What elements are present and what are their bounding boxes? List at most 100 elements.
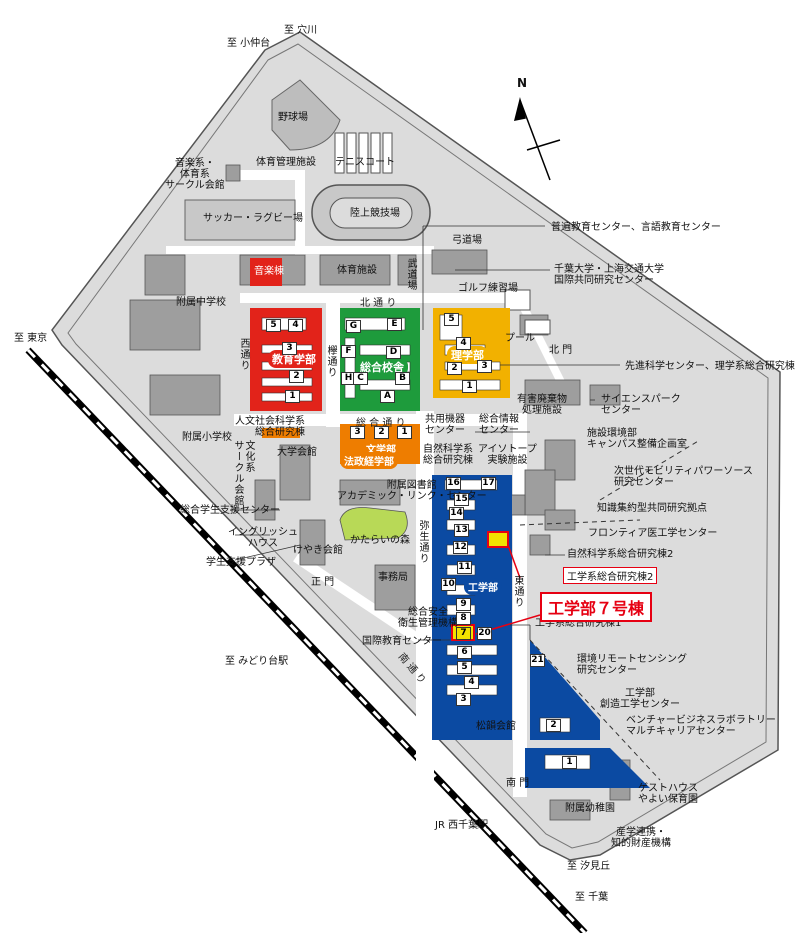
- eng-bldg-17: 17: [481, 477, 496, 490]
- general-bldg-a: A: [380, 390, 395, 403]
- general-bldg-g: G: [346, 320, 361, 333]
- kindergarten-label: 附属幼稚園: [565, 803, 615, 814]
- letters-bldg-2: 2: [374, 426, 389, 439]
- eng-bldg-5: 5: [457, 661, 472, 674]
- safety-label: 総合安全 衛生管理機構: [398, 607, 458, 629]
- eng-lab2-callout: 工学系総合研究棟2: [563, 567, 658, 584]
- eng-bldg-6: 6: [457, 646, 472, 659]
- dest-anagawa: 至 穴川: [284, 25, 318, 36]
- elem-label: 附属小学校: [182, 432, 232, 443]
- eng-bldg-10: 10: [441, 578, 456, 591]
- edu-bldg-2: 2: [289, 370, 304, 383]
- info-center-label: 総合情報 センター: [479, 414, 519, 436]
- dest-konakadai: 至 小仲台: [227, 38, 271, 49]
- adv-science-label: 先進科学センター、理学系総合研究棟: [625, 361, 795, 372]
- eng-bldg-9: 9: [456, 598, 471, 611]
- eng-bldg-20: 20: [477, 627, 492, 640]
- eng-bldg-21: 21: [530, 654, 545, 667]
- compass-north-label: N: [517, 76, 528, 90]
- track-label: 陸上競技場: [350, 208, 400, 219]
- sci-bldg-4: 4: [456, 337, 471, 350]
- dest-chiba: 至 千葉: [575, 892, 609, 903]
- venture-label: ベンチャービジネスラボラトリー マルチキャリアセンター: [626, 715, 776, 737]
- music-pe-circle-label: 音楽系・ 体育系 サークル会館: [165, 158, 225, 191]
- edu-bldg-5: 5: [266, 319, 281, 332]
- sci-bldg-2: 2: [447, 362, 462, 375]
- nat-sci-lab2-label: 自然科学系総合研究棟2: [567, 549, 674, 560]
- univ-hall-label: 大学会館: [277, 447, 317, 458]
- jr-station-label: JR 西千葉駅: [435, 820, 489, 831]
- dest-tokyo: 至 東京: [14, 333, 48, 344]
- industry-ip-label: 産学連携・ 知的財産機構: [611, 827, 671, 849]
- humanities-lab-label: 人文社会科学系 総合研究棟: [235, 416, 305, 438]
- pe-facility-label: 体育施設: [337, 265, 377, 276]
- eng-bldg7-callout: 工学部７号棟: [540, 592, 653, 622]
- roads: [166, 170, 566, 850]
- general-edu-label: 普遍教育センター、言語教育センター: [551, 222, 721, 233]
- culture-circle-label: 文化系 サークル会館: [232, 440, 254, 506]
- eng-se-bldg-2: 2: [546, 719, 561, 732]
- student-plaza-label: 学生支援プラザ: [206, 557, 276, 568]
- eng-se-bldg-1: 1: [562, 756, 577, 769]
- tennis-courts: [334, 132, 393, 174]
- frontier-med-label: フロンティア医工学センター: [588, 528, 718, 539]
- golf-range: [504, 289, 531, 311]
- eng-lab2-highlight: [487, 531, 509, 548]
- campus-inner-line: [67, 43, 769, 849]
- eng-bldg-13: 13: [454, 524, 469, 537]
- edu-bldg-4: 4: [288, 319, 303, 332]
- general-bldg-f: F: [341, 345, 356, 358]
- guest-house-label: ゲストハウス やよい保育園: [638, 783, 698, 805]
- eng-bldg-11: 11: [457, 561, 472, 574]
- shared-equip-label: 共用機器 センター: [425, 414, 465, 436]
- eng-lab1-label: 工学系総合研究棟1: [535, 618, 622, 629]
- eng-bldg-8: 8: [456, 612, 471, 625]
- admin-label: 事務局: [378, 572, 408, 583]
- nat-sci-lab-label: 自然科学系 総合研究棟: [423, 444, 473, 466]
- eng-bldg-4: 4: [464, 676, 479, 689]
- dest-midoridai: 至 みどり台駅: [225, 656, 289, 667]
- katarai-forest-label: かたらいの森: [350, 535, 410, 546]
- pool: [524, 319, 551, 335]
- engineering-faculty-label: 工学部: [464, 578, 502, 595]
- sci-bldg-1: 1: [462, 380, 477, 393]
- sci-bldg-3: 3: [477, 360, 492, 373]
- keyaki-road-label: 欅通り: [325, 345, 336, 378]
- west-road-label: 西通り: [238, 338, 249, 371]
- north-gate-label: 北 門: [549, 345, 573, 356]
- archery-label: 弓道場: [452, 235, 482, 246]
- letters-bldg-3: 3: [350, 426, 365, 439]
- eng-bldg-16: 16: [446, 477, 461, 490]
- english-house-label: イングリッシュ ハウス: [228, 527, 298, 549]
- engineering-se-area: [530, 640, 600, 740]
- general-bldg-c: C: [353, 372, 368, 385]
- soccer-field: [184, 199, 296, 241]
- baseball-field: [271, 79, 341, 151]
- letters-bldg-1: 1: [397, 426, 412, 439]
- jhs-label: 附属中学校: [176, 297, 226, 308]
- library-label: 附属図書館 アカデミック・リンク・センター: [337, 480, 487, 502]
- next-gen-label: 次世代モビリティパワーソース 研究センター: [614, 466, 753, 488]
- golf-label: ゴルフ練習場: [458, 283, 518, 294]
- eng-bldg-7: 7: [456, 627, 471, 640]
- compass-arrow: [513, 97, 561, 181]
- general-buildings: [129, 164, 631, 821]
- yayoi-road-label: 弥生通り: [417, 520, 428, 564]
- science-park-label: サイエンスパーク センター: [601, 394, 681, 416]
- eng-bldg-15: 15: [454, 493, 469, 506]
- eng-bldg-3: 3: [456, 693, 471, 706]
- hazardous-label: 有害廃棄物 処理施設: [517, 394, 567, 416]
- general-bldg-e: E: [387, 318, 402, 331]
- dest-shiomigaoka: 至 汐見丘: [567, 861, 611, 872]
- student-support-label: 総合学生支援センター: [180, 505, 280, 516]
- intl-edu-label: 国際教育センター: [362, 636, 442, 647]
- isotope-label: アイソトープ 実験施設: [478, 444, 537, 466]
- knowledge-hub-label: 知識集約型共同研究拠点: [597, 503, 707, 514]
- general-faculty-label: 総合校舎: [356, 358, 408, 376]
- budo-label: 武道場: [405, 258, 416, 291]
- sogo-road-label: 総 合 通 り: [356, 418, 406, 429]
- pool-label: プール: [505, 333, 535, 344]
- creative-eng-label: 工学部 創造工学センター: [600, 688, 680, 710]
- music-bldg-label: 音楽棟: [254, 266, 284, 277]
- north-road-label: 北 通 り: [360, 298, 397, 309]
